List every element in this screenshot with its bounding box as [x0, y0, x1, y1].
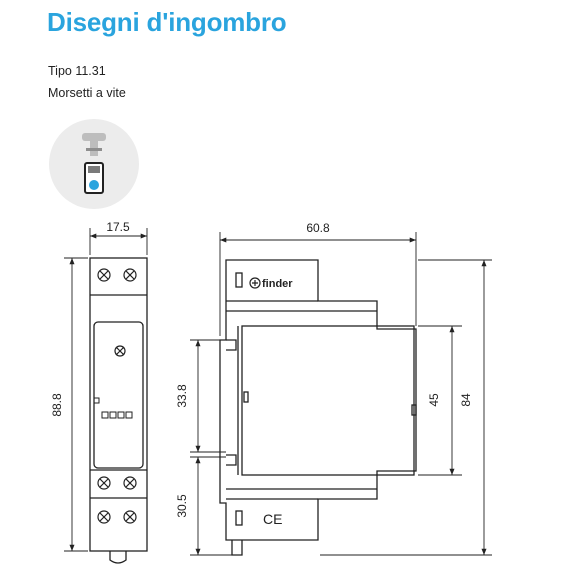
front-width-label: 17.5	[106, 220, 130, 234]
lower-offset-label: 30.5	[175, 494, 189, 518]
front-height-dimension	[64, 257, 88, 552]
brand-logo-text: finder	[262, 278, 293, 290]
front-height-45-dimension	[418, 325, 462, 476]
screw-terminal-icon	[49, 119, 139, 209]
side-width-dimension	[219, 232, 417, 336]
total-height-label: 84	[459, 393, 473, 407]
ce-mark: CE	[263, 511, 282, 527]
front-view	[89, 257, 148, 564]
front-screws	[97, 268, 137, 524]
front-width-dimension	[89, 228, 148, 255]
upper-offset-dimension	[190, 339, 226, 453]
upper-offset-label: 33.8	[175, 384, 189, 408]
front-height-label: 88.8	[50, 393, 64, 417]
terminal-type-label: Morsetti a vite	[48, 86, 126, 100]
side-view	[219, 259, 417, 556]
side-width-label: 60.8	[306, 221, 330, 235]
type-label: Tipo 11.31	[48, 64, 106, 78]
front-height-45-label: 45	[427, 393, 441, 407]
lower-offset-dimension	[190, 456, 232, 556]
front-indicators	[93, 397, 133, 419]
total-height-dimension	[320, 259, 492, 556]
page-title: Disegni d'ingombro	[47, 7, 287, 37]
brand-logo-icon	[249, 277, 261, 289]
